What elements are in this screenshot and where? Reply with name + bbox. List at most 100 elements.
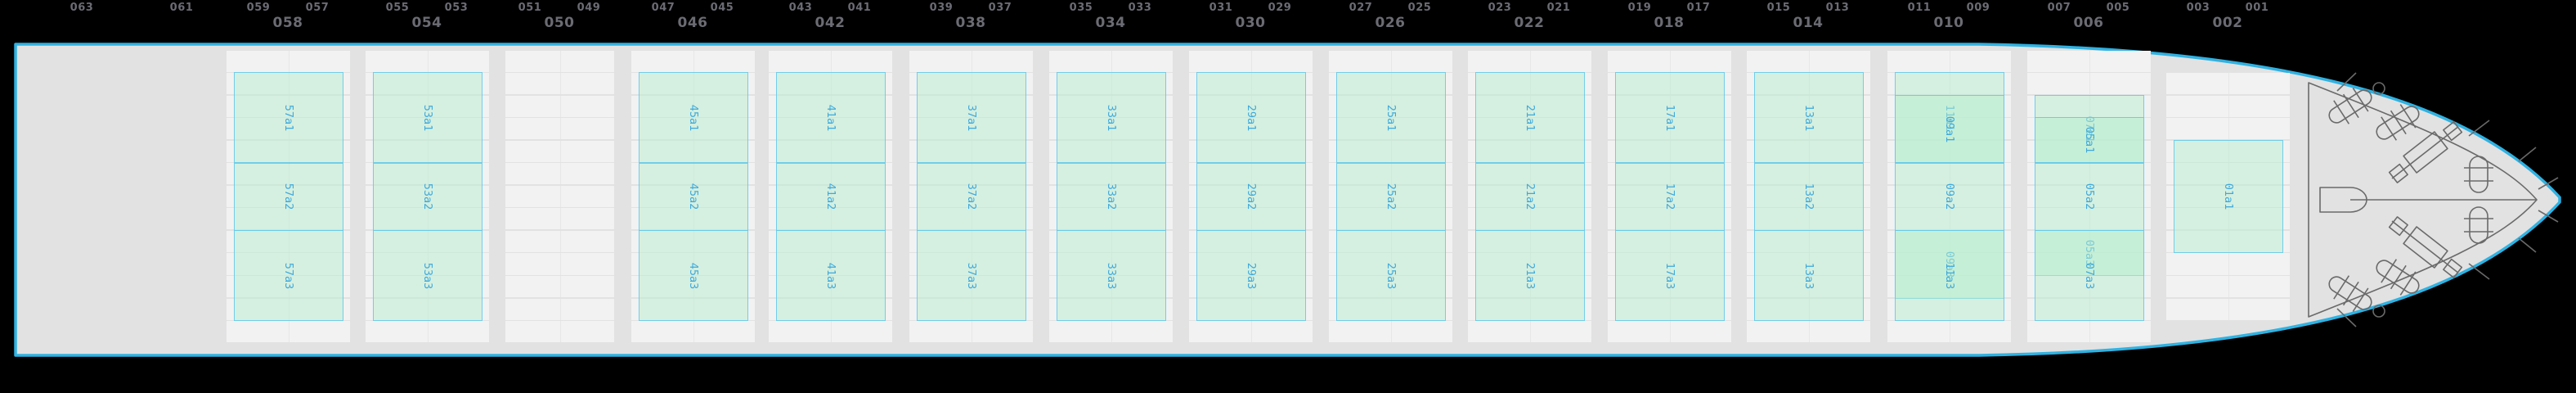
stow-block-45a3[interactable] (638, 230, 748, 322)
cell-row[interactable] (769, 321, 892, 343)
cell-row[interactable] (1049, 50, 1173, 72)
stow-block-11a3[interactable] (1894, 230, 2004, 322)
stow-block-29a2[interactable] (1196, 162, 1306, 231)
cell-row[interactable] (1747, 50, 1870, 72)
cell-row[interactable] (1747, 321, 1870, 343)
cell-row[interactable] (505, 118, 614, 140)
stow-block-57a1[interactable] (233, 72, 343, 164)
cell-row[interactable] (505, 253, 614, 275)
cell-row[interactable] (2166, 253, 2290, 275)
cell-row[interactable] (1887, 50, 2011, 72)
cell-row[interactable] (1468, 321, 1591, 343)
stow-block-53a3[interactable] (372, 230, 482, 322)
cell-row[interactable] (505, 95, 614, 117)
cell-row[interactable] (505, 321, 614, 343)
stow-block-label: 57a1 (281, 104, 295, 132)
stow-block-label: 21a2 (1523, 183, 1537, 210)
stow-block-13a3[interactable] (1753, 230, 1864, 322)
cell-row[interactable] (909, 321, 1033, 343)
cell-row[interactable] (1329, 321, 1452, 343)
deck-fitting-circle (2372, 82, 2385, 95)
stow-block-label: 37a3 (964, 262, 978, 289)
cell-row[interactable] (2027, 73, 2151, 95)
stow-block-41a1[interactable] (775, 72, 886, 164)
cell-row[interactable] (2166, 118, 2290, 140)
cell-row[interactable] (1608, 321, 1731, 343)
stow-block-05a2[interactable] (2034, 162, 2144, 231)
stow-block-33a3[interactable] (1056, 230, 1166, 322)
stow-block-25a3[interactable] (1335, 230, 1446, 322)
stow-block-label: 53a2 (420, 183, 434, 210)
stow-block-label: 45a1 (686, 104, 700, 132)
cell-row[interactable] (1887, 321, 2011, 343)
stow-block-17a1[interactable] (1614, 72, 1725, 164)
cell-row[interactable] (505, 140, 614, 162)
cell-row[interactable] (2166, 276, 2290, 298)
bay-number-label: 025 (1407, 2, 1432, 14)
cell-row[interactable] (505, 230, 614, 253)
cell-row[interactable] (505, 185, 614, 207)
stow-block-13a2[interactable] (1753, 162, 1864, 231)
cell-row[interactable] (1049, 321, 1173, 343)
stow-block-17a3[interactable] (1614, 230, 1725, 322)
stow-block-57a2[interactable] (233, 162, 343, 231)
stow-block-label: 33a3 (1104, 262, 1118, 289)
cell-row[interactable] (505, 163, 614, 185)
stow-block-37a1[interactable] (916, 72, 1026, 164)
stow-block-01a1[interactable] (2173, 140, 2283, 254)
stow-block-09a1[interactable] (1894, 94, 2004, 164)
cell-row[interactable] (631, 321, 755, 343)
stow-block-label: 29a2 (1244, 183, 1258, 210)
stow-block-37a2[interactable] (916, 162, 1026, 231)
cell-row[interactable] (769, 50, 892, 72)
stow-block-21a1[interactable] (1474, 72, 1585, 164)
cell-row[interactable] (505, 298, 614, 320)
cell-row[interactable] (1468, 50, 1591, 72)
stow-block-45a2[interactable] (638, 162, 748, 231)
cell-row[interactable] (505, 208, 614, 230)
bay-number-label: 019 (1627, 2, 1652, 14)
stow-block-29a3[interactable] (1196, 230, 1306, 322)
stow-block-29a1[interactable] (1196, 72, 1306, 164)
stow-block-57a3[interactable] (233, 230, 343, 322)
stow-block-37a3[interactable] (916, 230, 1026, 322)
cell-row[interactable] (227, 321, 350, 343)
cell-row[interactable] (1608, 50, 1731, 72)
stow-block-25a2[interactable] (1335, 162, 1446, 231)
stow-block-53a1[interactable] (372, 72, 482, 164)
cell-row[interactable] (505, 276, 614, 298)
bay-number-label: 031 (1209, 2, 1233, 14)
bay-number-label: 039 (929, 2, 954, 14)
cell-row[interactable] (505, 50, 614, 72)
cell-row[interactable] (2166, 95, 2290, 117)
stow-block-41a3[interactable] (775, 230, 886, 322)
cell-row[interactable] (227, 50, 350, 72)
stow-block-21a3[interactable] (1474, 230, 1585, 322)
bay-number-label: 054 (411, 15, 442, 31)
cell-row[interactable] (505, 73, 614, 95)
stow-block-label: 21a1 (1523, 104, 1537, 132)
stow-block-41a2[interactable] (775, 162, 886, 231)
stow-block-21a2[interactable] (1474, 162, 1585, 231)
cell-row[interactable] (1189, 321, 1313, 343)
stow-block-label: 21a3 (1523, 262, 1537, 289)
cell-row[interactable] (366, 50, 489, 72)
stow-block-33a2[interactable] (1056, 162, 1166, 231)
cell-row[interactable] (2027, 50, 2151, 72)
cell-row[interactable] (909, 50, 1033, 72)
cell-row[interactable] (2166, 298, 2290, 320)
stow-block-07a3[interactable] (2034, 230, 2144, 322)
frame-tick-marks (2336, 72, 2559, 328)
cell-row[interactable] (2166, 73, 2290, 95)
cell-row[interactable] (1189, 50, 1313, 72)
stow-block-45a1[interactable] (638, 72, 748, 164)
cell-row[interactable] (631, 50, 755, 72)
stow-block-25a1[interactable] (1335, 72, 1446, 164)
stow-block-label: 33a1 (1104, 104, 1118, 132)
bay-number-label: 005 (2106, 2, 2130, 14)
cell-row[interactable] (1329, 50, 1452, 72)
cell-row[interactable] (366, 321, 489, 343)
cell-row[interactable] (2027, 321, 2151, 343)
bay-number-label: 061 (169, 2, 194, 14)
